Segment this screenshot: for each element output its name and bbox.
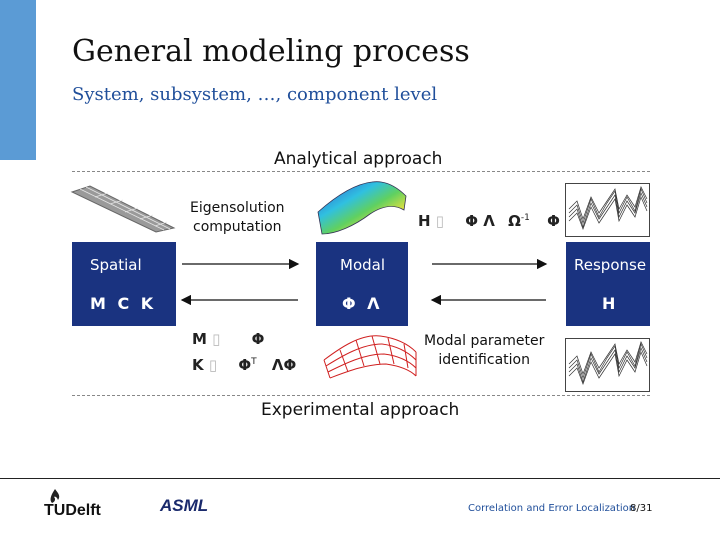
analytical-divider [72, 171, 650, 172]
spatial-box-symbols: M C K [90, 294, 157, 313]
modal-box-symbols: Φ Λ [342, 294, 383, 313]
response-box: Response H [566, 242, 650, 326]
modal-box-name: Modal [340, 256, 385, 274]
footer-caption: Correlation and Error Localization [468, 503, 636, 514]
experimental-approach-label: Experimental approach [261, 400, 460, 420]
spatial-box-name: Spatial [90, 256, 142, 274]
stiffness-orthogonality-equation: K ▯ ΦT ΛΦ [192, 356, 297, 374]
measured-frf-plot [565, 338, 650, 392]
experimental-mode-shape-image [323, 335, 417, 379]
frf-synthesis-equation: H ▯ Φ Λ Ω-1 Φ [418, 212, 560, 230]
fe-mesh-image [70, 185, 176, 233]
response-box-name: Response [574, 256, 647, 274]
footer-divider [0, 478, 720, 479]
modal-box: Modal Φ Λ [316, 242, 408, 326]
spatial-box: Spatial M C K [72, 242, 176, 326]
slide-subtitle: System, subsystem, …, component level [72, 84, 438, 105]
page-number: 8/31 [630, 503, 653, 514]
response-frf-plot [565, 183, 650, 237]
flame-icon [50, 489, 60, 503]
slide-title: General modeling process [72, 34, 470, 69]
analytical-approach-label: Analytical approach [274, 149, 443, 169]
response-box-symbols: H [602, 294, 619, 313]
accent-bar [0, 0, 36, 160]
mass-orthogonality-equation: M ▯ Φ [192, 330, 265, 348]
analytical-mode-shape-image [317, 181, 407, 235]
experimental-divider [72, 395, 650, 396]
asml-logo: ASML [160, 496, 209, 515]
